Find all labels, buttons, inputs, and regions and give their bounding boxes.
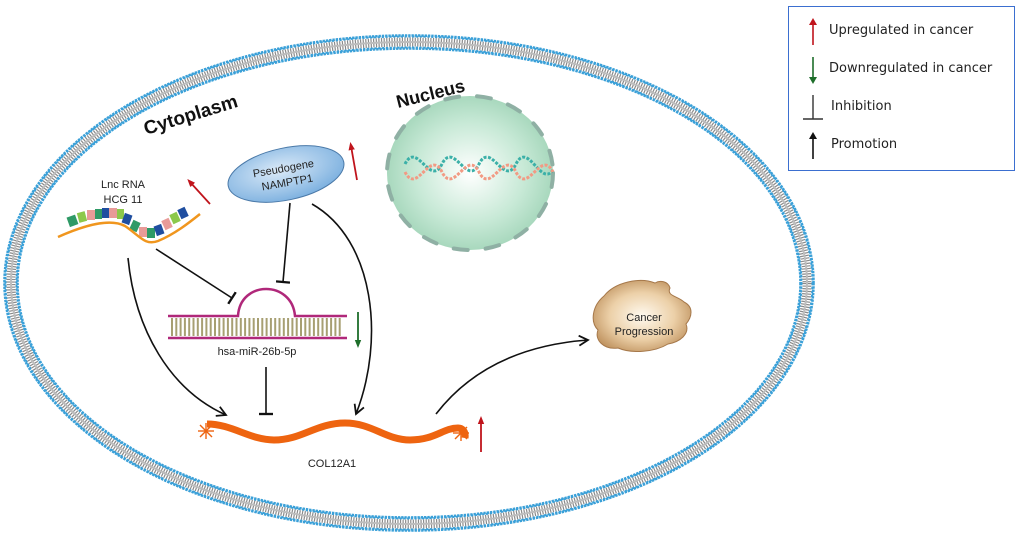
pseudogene-namptp1: Pseudogene NAMPTP1 [227, 145, 345, 203]
legend-label: Upregulated in cancer [829, 23, 974, 38]
mirna-label: hsa-miR-26b-5p [218, 346, 297, 358]
col12a1-left-spark-icon [198, 423, 214, 439]
legend: Upregulated in cancer Downregulated in c… [788, 6, 1015, 171]
dna-helix-icon [403, 155, 555, 181]
black-up-arrow-icon [809, 132, 817, 159]
edges [127, 202, 590, 417]
mirna-hsa-mir-26b-5p: hsa-miR-26b-5p [168, 287, 347, 358]
cancer-label-line1: Cancer [626, 312, 662, 324]
cell-membrane [3, 34, 815, 532]
cancer-progression: Cancer Progression [592, 280, 692, 352]
nucleus [385, 94, 555, 252]
edge-pseudogene-inhibits-mirna [275, 202, 291, 284]
green-down-arrow-icon [809, 57, 817, 84]
edge-lncrna-promotes-col12a1 [127, 257, 228, 417]
edge-pseudogene-promotes-col12a1 [311, 203, 373, 416]
cancer-label-line2: Progression [615, 326, 674, 338]
lncrna-hcg11: Lnc RNA HCG 11 [57, 179, 201, 244]
edge-lncrna-inhibits-mirna [155, 248, 237, 305]
legend-item-upregulated: Upregulated in cancer [789, 17, 1014, 47]
legend-label: Downregulated in cancer [829, 61, 993, 76]
lncrna-label-line1: Lnc RNA [101, 179, 146, 191]
col12a1: COL12A1 [198, 419, 469, 470]
legend-item-promotion: Promotion [789, 131, 1014, 161]
legend-label: Inhibition [831, 99, 892, 114]
lncrna-bases [66, 206, 189, 238]
edge-col12a1-promotes-cancer [435, 334, 590, 415]
lncrna-upregulated-arrow-icon [187, 179, 211, 205]
mirna-bases [171, 318, 341, 336]
pseudogene-upregulated-arrow-icon [348, 142, 358, 181]
inhibition-icon [803, 95, 823, 120]
legend-item-inhibition: Inhibition [789, 93, 1014, 123]
legend-label: Promotion [831, 137, 898, 152]
col12a1-right-spark-icon [453, 425, 469, 441]
col12a1-label: COL12A1 [308, 458, 356, 470]
lncrna-label-line2: HCG 11 [104, 194, 143, 206]
legend-item-downregulated: Downregulated in cancer [789, 55, 1014, 85]
red-up-arrow-icon [809, 18, 817, 45]
